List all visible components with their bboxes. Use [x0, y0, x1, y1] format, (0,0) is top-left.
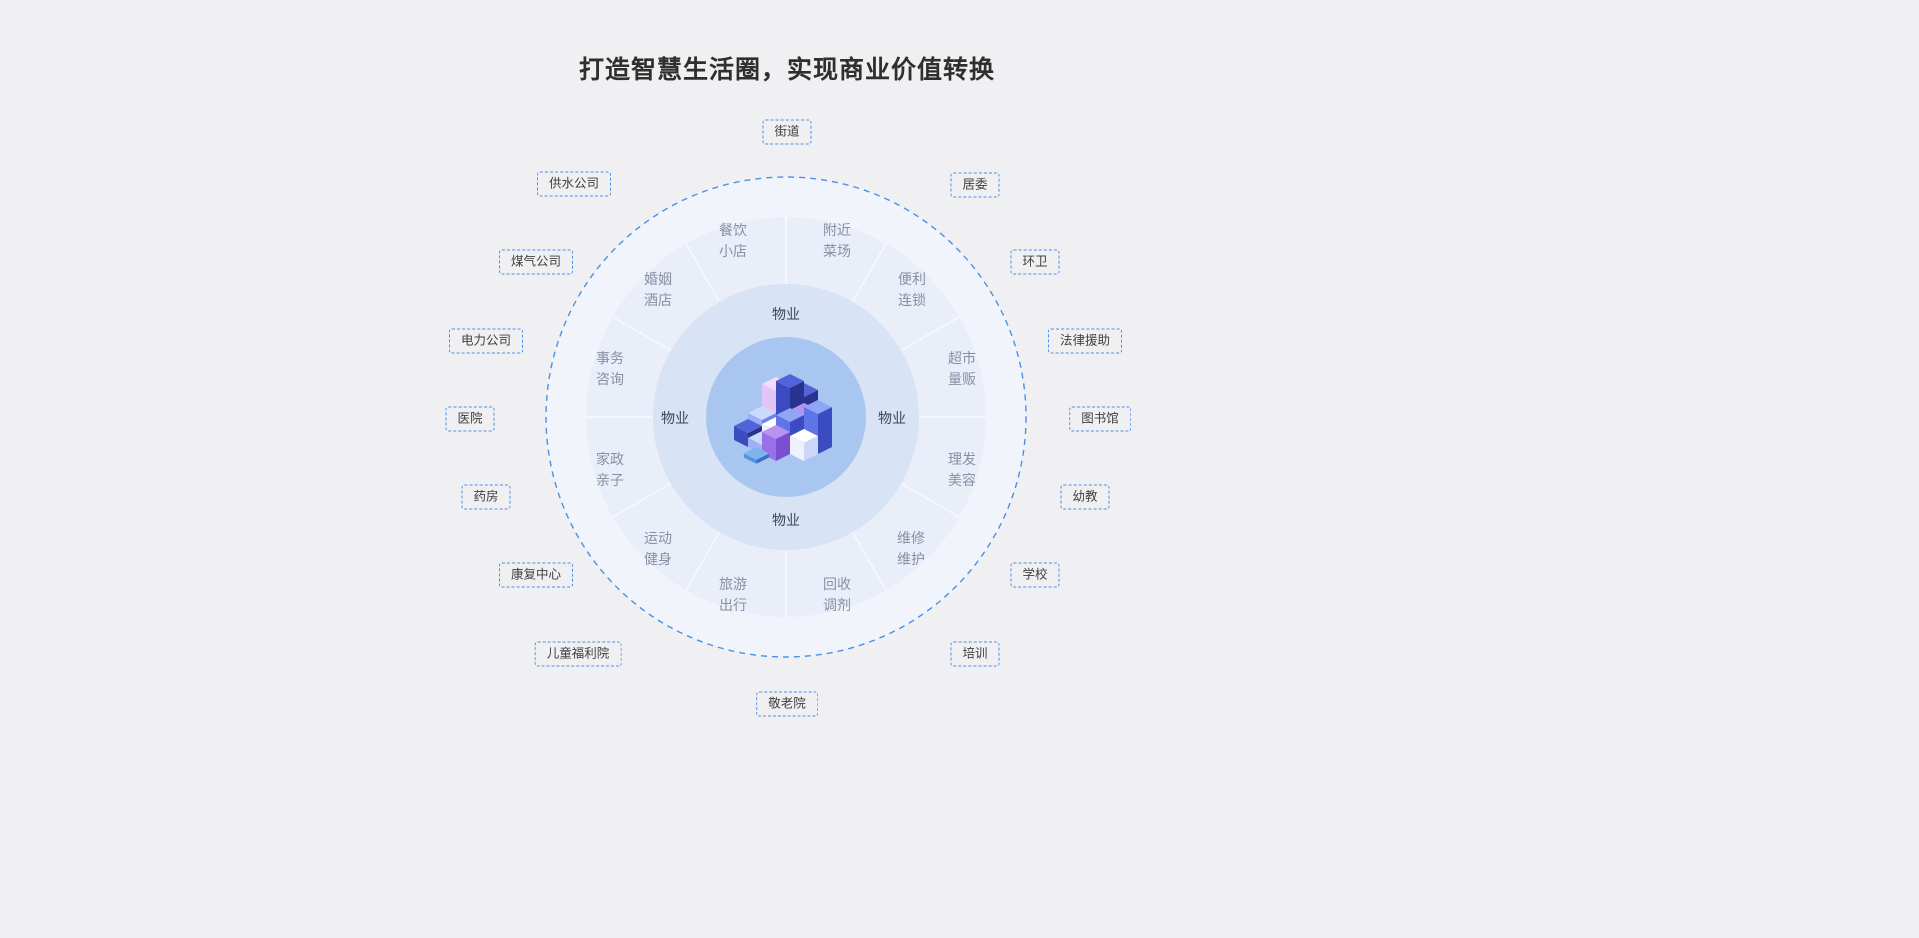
- segment-wedding-hotel: 婚姻 酒店: [644, 269, 672, 311]
- segment-line: 亲子: [596, 472, 624, 488]
- outer-node-library: 图书馆: [1069, 406, 1131, 432]
- outer-node-preschool-education: 幼教: [1060, 484, 1110, 510]
- segment-beauty: 理发 美容: [948, 449, 976, 491]
- segment-market: 附近 菜场: [823, 220, 851, 262]
- segment-line: 美容: [948, 472, 976, 488]
- outer-node-water-supply-company: 供水公司: [536, 171, 612, 197]
- outer-node-training: 培训: [950, 641, 1000, 667]
- segment-line: 量贩: [948, 371, 976, 387]
- buildings-illustration: [734, 374, 832, 464]
- segment-line: 事务: [596, 350, 624, 366]
- boundary-dashed-circle: [545, 176, 1027, 658]
- segment-line: 维护: [897, 551, 925, 567]
- segment-line: 健身: [644, 551, 672, 567]
- segment-line: 小店: [719, 243, 747, 259]
- segment-maintenance: 维修 维护: [897, 528, 925, 570]
- property-label-right: 物业: [878, 410, 906, 426]
- segment-consulting: 事务 咨询: [596, 348, 624, 390]
- page-title: 打造智慧生活圈，实现商业价值转换: [578, 56, 996, 84]
- outer-node-hospital: 医院: [445, 406, 495, 432]
- segment-line: 旅游: [719, 576, 747, 592]
- outer-node-electric-power-company: 电力公司: [448, 328, 524, 354]
- property-label-left: 物业: [661, 410, 689, 426]
- outer-node-sanitation: 环卫: [1010, 249, 1060, 275]
- property-label-top: 物业: [772, 306, 800, 322]
- segment-recycling: 回收 调剂: [823, 574, 851, 616]
- segment-supermarket: 超市 量贩: [948, 348, 976, 390]
- outer-node-rehabilitation-center: 康复中心: [498, 562, 574, 588]
- segment-line: 调剂: [823, 597, 851, 613]
- outer-node-gas-company: 煤气公司: [498, 249, 574, 275]
- outer-node-residents-committee: 居委: [950, 172, 1000, 198]
- segment-line: 家政: [596, 451, 624, 467]
- segment-line: 餐饮: [719, 222, 747, 238]
- segment-dining: 餐饮 小店: [719, 220, 747, 262]
- segment-line: 菜场: [823, 243, 851, 259]
- segment-line: 超市: [948, 350, 976, 366]
- segment-fitness: 运动 健身: [644, 528, 672, 570]
- outer-node-children-welfare-institute: 儿童福利院: [534, 641, 622, 667]
- segment-line: 运动: [644, 530, 672, 546]
- outer-node-pharmacy: 药房: [461, 484, 511, 510]
- segment-travel: 旅游 出行: [719, 574, 747, 616]
- segment-line: 酒店: [644, 292, 672, 308]
- segment-convenience: 便利 连锁: [898, 269, 926, 311]
- segment-line: 婚姻: [644, 271, 672, 287]
- segment-line: 附近: [823, 222, 851, 238]
- segment-line: 出行: [719, 597, 747, 613]
- segment-line: 维修: [897, 530, 925, 546]
- outer-node-legal-aid: 法律援助: [1047, 328, 1123, 354]
- segment-line: 咨询: [596, 371, 624, 387]
- outer-node-school: 学校: [1010, 562, 1060, 588]
- segment-line: 便利: [898, 271, 926, 287]
- segment-line: 连锁: [898, 292, 926, 308]
- segment-housekeeping: 家政 亲子: [596, 449, 624, 491]
- outer-node-nursing-home: 敬老院: [756, 691, 818, 717]
- segment-line: 理发: [948, 451, 976, 467]
- property-label-bottom: 物业: [772, 512, 800, 528]
- segment-dividers: [586, 217, 986, 617]
- segment-line: 回收: [823, 576, 851, 592]
- outer-node-street: 街道: [762, 119, 812, 145]
